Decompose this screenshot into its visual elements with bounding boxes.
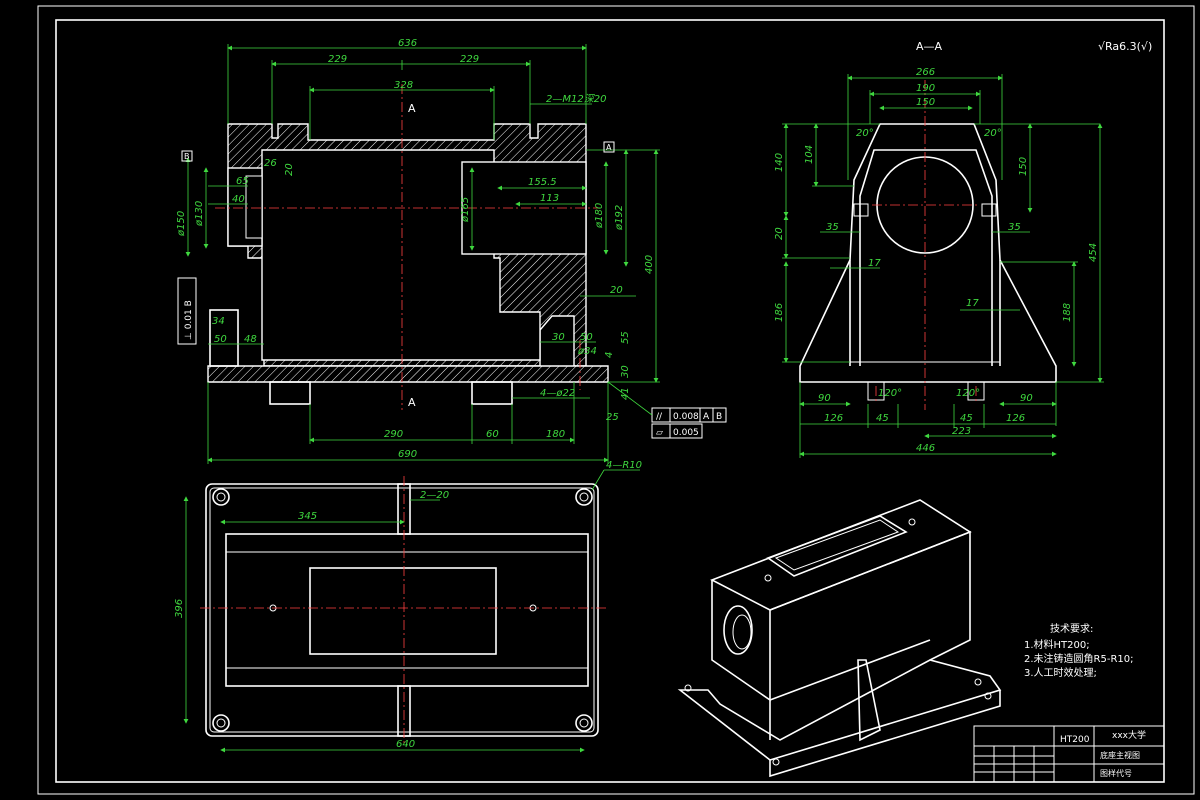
dim-636: 636	[398, 38, 417, 49]
dim-229-left: 229	[328, 54, 347, 65]
dim-phi180: ø180	[594, 203, 605, 229]
dim-45-left: 45	[876, 413, 889, 424]
dim-25: 25	[606, 412, 619, 423]
section-mark-bottom: A	[408, 396, 416, 409]
dim-phi165: ø165	[460, 197, 471, 223]
dim-223: 223	[952, 426, 971, 437]
isometric-view	[677, 499, 1002, 778]
dim-radius: 4—R10	[606, 460, 642, 471]
dim-20a: 20	[284, 163, 295, 176]
top-view	[200, 476, 608, 744]
title-block: HT200 xxx大学 底座主视图 图样代号	[973, 725, 1165, 783]
tol1-ref-a: A	[703, 412, 710, 422]
angle-120-right: 120°	[956, 388, 980, 399]
dim-20: 20	[774, 227, 785, 240]
tb-part-name: 底座主视图	[1100, 750, 1140, 760]
datum-a-mark: A	[606, 143, 612, 152]
dim-45-right: 45	[960, 413, 973, 424]
tb-school: xxx大学	[1112, 729, 1146, 741]
tol2-value: 0.005	[673, 428, 699, 438]
dim-90-left: 90	[818, 393, 831, 404]
tol1-ref-b: B	[716, 412, 722, 422]
dim-55: 55	[620, 331, 631, 344]
dim-holes: 4—ø22	[540, 388, 575, 399]
dim-34: 34	[212, 316, 225, 327]
tol1-symbol: //	[656, 412, 663, 422]
dim-400: 400	[644, 255, 655, 274]
dim-phi192: ø192	[614, 205, 625, 231]
dim-126-right: 126	[1006, 413, 1025, 424]
dim-150v: 150	[1018, 157, 1029, 176]
dim-113: 113	[540, 193, 559, 204]
section-dimensions: 266 190 150 20° 20° 140 104 20 35 35 150…	[774, 67, 1104, 458]
dim-90-right: 90	[1020, 393, 1033, 404]
dim-345: 345	[298, 511, 317, 522]
dim-290: 290	[384, 429, 403, 440]
dim-phi130: ø130	[194, 201, 205, 227]
tech-item-3: 3.人工时效处理;	[1024, 666, 1097, 679]
tol2-symbol: ▱	[656, 428, 663, 438]
section-title: A—A	[916, 40, 943, 53]
dim-640: 640	[396, 739, 415, 750]
angle-120-left: 120°	[878, 388, 902, 399]
dim-40: 40	[232, 194, 245, 205]
dim-188: 188	[1062, 303, 1073, 322]
tech-title: 技术要求:	[1050, 622, 1093, 635]
tb-drawing-no: 图样代号	[1100, 768, 1132, 778]
dim-446: 446	[916, 443, 935, 454]
dim-slots: 2—20	[420, 490, 449, 501]
dim-20b: 20	[610, 285, 623, 296]
dim-328: 328	[394, 80, 413, 91]
dim-454: 454	[1088, 243, 1099, 262]
dim-186: 186	[774, 303, 785, 322]
section-mark-top: A	[408, 102, 416, 115]
angle-20-right: 20°	[984, 128, 1002, 139]
dim-17a: 17	[868, 258, 881, 269]
datum-b-mark: B	[184, 152, 190, 161]
dim-26: 26	[264, 158, 277, 169]
dim-phi150: ø150	[176, 211, 187, 237]
dim-140: 140	[774, 153, 785, 172]
dim-30: 30	[552, 332, 565, 343]
tech-item-2: 2.未注铸造圆角R5-R10;	[1024, 652, 1134, 665]
dim-266: 266	[916, 67, 935, 78]
dim-35-right: 35	[1008, 222, 1021, 233]
top-dimensions: 345 2—20 396 640 4—R10	[174, 460, 642, 753]
dim-180: 180	[546, 429, 565, 440]
dim-50a: 50	[214, 334, 227, 345]
roughness-note: √Ra6.3(√)	[1098, 40, 1152, 53]
dim-30b: 30	[620, 365, 631, 378]
dim-104: 104	[804, 145, 815, 164]
dim-155-5: 155.5	[528, 177, 557, 188]
dim-190: 190	[916, 83, 935, 94]
dim-60: 60	[486, 429, 499, 440]
dim-65: 65	[236, 176, 249, 187]
dim-50b: 50	[580, 332, 593, 343]
dim-48: 48	[244, 334, 257, 345]
tol1-value: 0.008	[673, 412, 699, 422]
dim-phi34: ø34	[577, 346, 597, 357]
dim-396: 396	[174, 599, 185, 618]
front-dimensions: 636 229 229 328 2—M12深20 26 20 65 40 ø15…	[176, 38, 727, 464]
dim-150: 150	[916, 97, 935, 108]
outer-border	[37, 5, 1195, 795]
dim-690: 690	[398, 449, 417, 460]
dim-41: 41	[620, 387, 631, 400]
perp-tolerance-frame: ⊥ 0.01 B	[184, 300, 194, 340]
dim-35-left: 35	[826, 222, 839, 233]
tech-item-1: 1.材料HT200;	[1024, 638, 1090, 651]
thread-note: 2—M12深20	[546, 93, 606, 105]
technical-requirements: 技术要求: 1.材料HT200; 2.未注铸造圆角R5-R10; 3.人工时效处…	[1024, 622, 1134, 679]
inner-frame	[55, 19, 1165, 783]
dim-229-right: 229	[460, 54, 479, 65]
dim-4: 4	[604, 352, 615, 358]
dim-126-left: 126	[824, 413, 843, 424]
tb-material: HT200	[1060, 735, 1090, 745]
front-view: A A	[207, 84, 609, 410]
dim-17b: 17	[966, 298, 979, 309]
angle-20-left: 20°	[856, 128, 874, 139]
